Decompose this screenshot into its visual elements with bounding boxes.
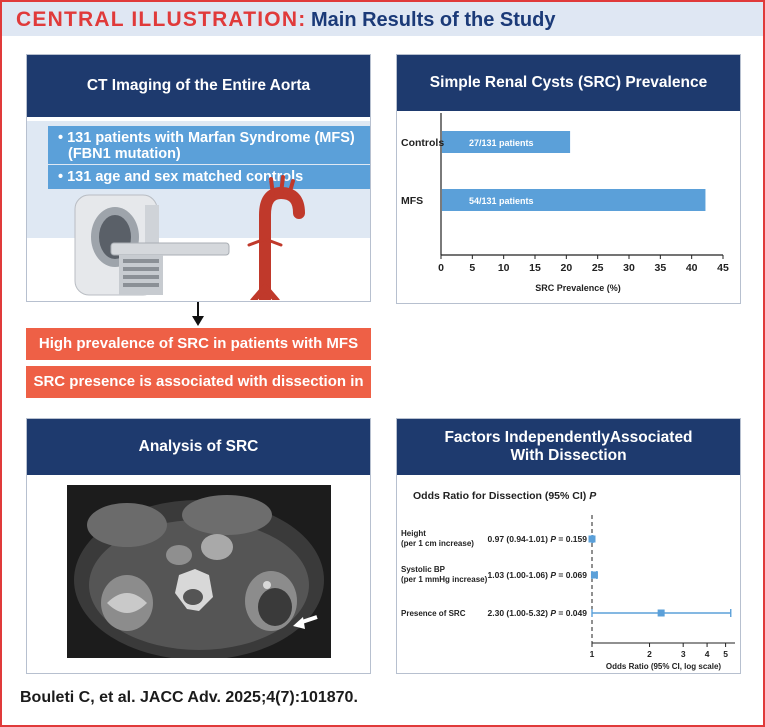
bar-x-tick-label: 15 <box>529 262 541 274</box>
bar-x-tick-label: 25 <box>592 262 604 274</box>
forest-or-value: 0.97 (0.94-1.01) <box>488 534 551 544</box>
forest-or-value: 1.03 (1.00-1.06) <box>488 570 551 580</box>
bar-x-tick-label: 5 <box>469 262 475 274</box>
forest-p-value: = 0.159 <box>556 534 587 544</box>
aorta-icon <box>247 175 305 300</box>
bar-category-label: MFS <box>401 195 423 207</box>
citation: Bouleti C, et al. JACC Adv. 2025;4(7):10… <box>20 689 358 706</box>
bar-mfs <box>442 189 706 211</box>
bullet-patients: • 131 patients with Marfan Syndrome (MFS… <box>48 126 370 164</box>
ct-scan-image <box>67 485 331 660</box>
forest-x-tick-label: 2 <box>647 649 652 659</box>
forest-panel-title: Factors IndependentlyAssociated With Dis… <box>397 419 740 475</box>
ct-scanner-icon <box>74 194 230 296</box>
ct-scan-drawing <box>67 485 331 660</box>
bar-x-tick-label: 40 <box>686 262 698 274</box>
bar-x-tick-label: 30 <box>623 262 635 274</box>
forest-row-label: Systolic BP <box>401 565 446 574</box>
forest-title-line2: With Dissection <box>510 447 627 464</box>
forest-p-symbol: P <box>550 608 556 618</box>
bar-controls <box>442 131 571 153</box>
forest-p-value: = 0.049 <box>556 608 587 618</box>
forest-x-axis-title: Odds Ratio (95% CI, log scale) <box>606 662 721 671</box>
forest-or-text: 2.30 (1.00-5.32) P = 0.049 <box>488 608 588 618</box>
forest-x-tick-label: 3 <box>681 649 686 659</box>
forest-x-tick-label: 5 <box>723 649 728 659</box>
ct-imaging-panel: CT Imaging of the Entire Aorta • 131 pat… <box>26 54 371 302</box>
dissection-factors-panel: Factors IndependentlyAssociated With Dis… <box>396 418 741 674</box>
bullet-patients-line1: • 131 patients with Marfan Syndrome (MFS… <box>58 130 355 146</box>
bar-x-tick-label: 35 <box>654 262 666 274</box>
header-title: Main Results of the Study <box>311 9 556 31</box>
ct-panel-title: CT Imaging of the Entire Aorta <box>27 55 370 117</box>
forest-row-sublabel: (per 1 mmHg increase) <box>401 575 488 584</box>
forest-p-symbol: P <box>550 570 556 580</box>
bar-x-tick-label: 45 <box>717 262 729 274</box>
forest-point-estimate <box>657 609 665 617</box>
forest-p-value: = 0.069 <box>556 570 587 580</box>
forest-p-symbol: P <box>550 534 556 544</box>
forest-title-line1: Factors IndependentlyAssociated <box>444 429 693 446</box>
analysis-panel-title: Analysis of SRC <box>27 419 370 475</box>
bar-category-label: Controls <box>401 137 444 149</box>
title-bar: CENTRAL ILLUSTRATION: Main Results of th… <box>2 2 763 36</box>
forest-row-sublabel: (per 1 cm increase) <box>401 539 474 548</box>
bullet-controls: • 131 age and sex matched controls <box>48 165 370 189</box>
forest-subtitle: Odds Ratio for Dissection (95% CI) P <box>413 490 597 502</box>
src-prevalence-panel: Simple Renal Cysts (SRC) Prevalence Cont… <box>396 54 741 304</box>
bar-x-axis-title: SRC Prevalence (%) <box>535 283 621 293</box>
forest-subtitle-text: Odds Ratio for Dissection (95% CI) <box>413 490 589 502</box>
bar-x-tick-label: 0 <box>438 262 444 274</box>
bar-x-tick-label: 20 <box>560 262 572 274</box>
forest-plot: Odds Ratio for Dissection (95% CI) P Heig… <box>401 490 735 671</box>
forest-row-label: Presence of SRC <box>401 609 466 618</box>
bar-x-tick-label: 10 <box>498 262 510 274</box>
forest-point-estimate <box>590 571 598 579</box>
finding-high-prevalence: High prevalence of SRC in patients with … <box>26 328 371 360</box>
forest-point-estimate <box>588 535 596 543</box>
forest-x-tick-label: 4 <box>705 649 710 659</box>
flow-arrow <box>192 302 204 326</box>
forest-or-text: 1.03 (1.00-1.06) P = 0.069 <box>488 570 588 580</box>
ct-scanner-illustration <box>74 175 305 300</box>
forest-or-text: 0.97 (0.94-1.01) P = 0.159 <box>488 534 588 544</box>
forest-subtitle-p: P <box>589 490 597 502</box>
bar-value-label: 27/131 patients <box>469 138 534 148</box>
prevalence-panel-title: Simple Renal Cysts (SRC) Prevalence <box>397 55 740 111</box>
forest-or-value: 2.30 (1.00-5.32) <box>488 608 551 618</box>
bar-value-label: 54/131 patients <box>469 196 534 206</box>
bullet-patients-line2: (FBN1 mutation) <box>68 146 181 162</box>
finding-dissection-association: SRC presence is associated with dissecti… <box>26 366 371 422</box>
forest-x-tick-label: 1 <box>590 649 595 659</box>
header-label: CENTRAL ILLUSTRATION: <box>16 8 307 31</box>
forest-row-label: Height <box>401 529 426 538</box>
